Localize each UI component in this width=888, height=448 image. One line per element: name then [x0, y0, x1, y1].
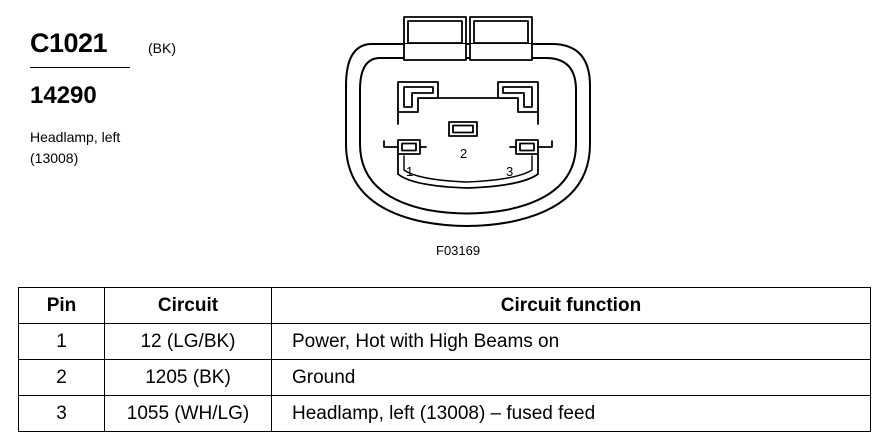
part-number: 14290 [30, 82, 97, 109]
cell-pin: 1 [18, 323, 105, 360]
terminal-3-contact [509, 139, 553, 155]
cavity-body-inner [403, 155, 533, 183]
connector-id: C1021 [30, 28, 108, 58]
cell-circuit: 1055 (WH/LG) [104, 395, 272, 432]
terminal-3-upper [497, 81, 539, 113]
title-underline [30, 67, 130, 68]
figure-id: F03169 [436, 243, 481, 258]
header-pin: Pin [18, 287, 105, 324]
terminal-1-contact [383, 139, 427, 155]
cell-function: Ground [271, 359, 871, 396]
table-row: 1 12 (LG/BK) Power, Hot with High Beams … [18, 323, 871, 360]
connector-housing-inner [359, 57, 577, 215]
terminal-2 [448, 121, 478, 137]
table-row: 3 1055 (WH/LG) Headlamp, left (13008) – … [18, 395, 871, 432]
cell-pin: 3 [18, 395, 105, 432]
table-header-row: Pin Circuit Circuit function [18, 287, 871, 324]
component-name: Headlamp, left [30, 129, 121, 145]
component-code: (13008) [30, 150, 79, 166]
cell-function: Headlamp, left (13008) – fused feed [271, 395, 871, 432]
header-circuit: Circuit [104, 287, 272, 324]
terminal-1-upper [397, 81, 439, 113]
pin-table: Pin Circuit Circuit function 1 12 (LG/BK… [18, 287, 871, 432]
connector-color: (BK) [148, 40, 176, 56]
cell-pin: 2 [18, 359, 105, 396]
pin-label-3: 3 [506, 164, 513, 179]
table-row: 2 1205 (BK) Ground [18, 359, 871, 396]
cell-circuit: 1205 (BK) [104, 359, 272, 396]
cell-circuit: 12 (LG/BK) [104, 323, 272, 360]
pin-label-1: 1 [406, 164, 413, 179]
pin-label-2: 2 [460, 146, 467, 161]
header-function: Circuit function [271, 287, 871, 324]
cell-function: Power, Hot with High Beams on [271, 323, 871, 360]
